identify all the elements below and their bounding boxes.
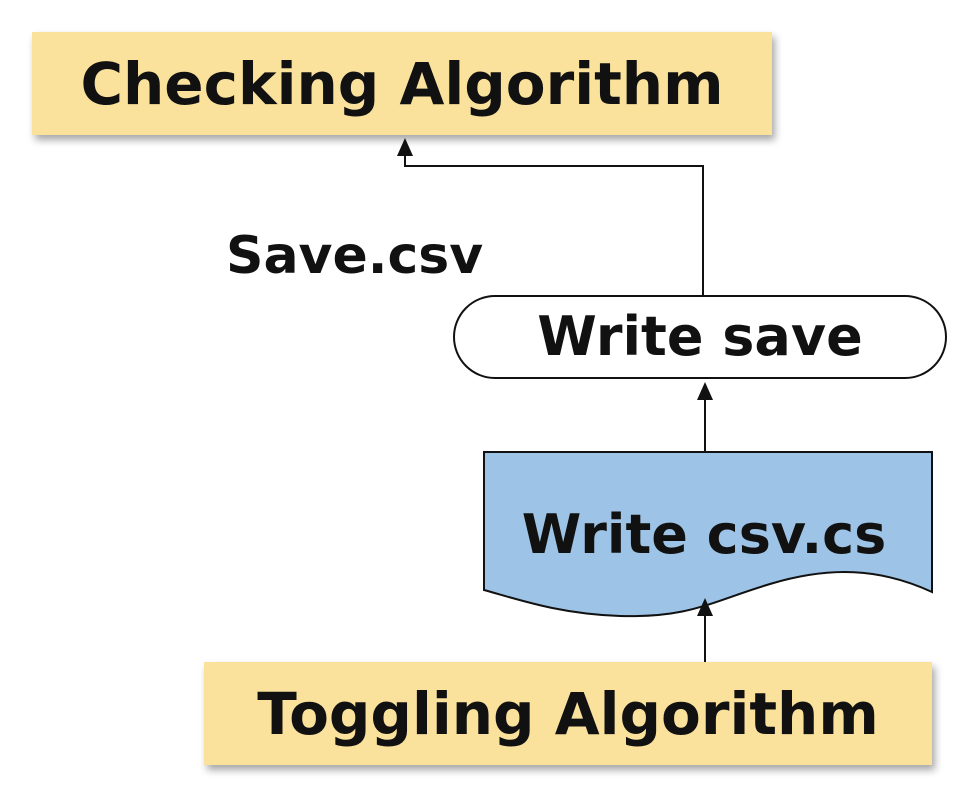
toggling-algorithm-node: Toggling Algorithm	[204, 662, 932, 765]
edge-label-save-csv: Save.csv	[226, 226, 483, 286]
arrowhead-write-save	[697, 382, 713, 400]
write-save-shape	[453, 295, 947, 379]
write-csv-node: Write csv.cs	[483, 451, 933, 618]
checking-algorithm-label: Checking Algorithm	[80, 50, 723, 118]
toggling-algorithm-box	[204, 662, 932, 765]
edge-write-save-to-checking	[404, 152, 704, 296]
toggling-algorithm-label: Toggling Algorithm	[257, 680, 879, 748]
checking-algorithm-node: Checking Algorithm	[32, 32, 772, 135]
write-csv-label: Write csv.cs	[522, 503, 887, 566]
checking-algorithm-box	[32, 32, 772, 135]
write-csv-shape	[483, 451, 933, 618]
arrowhead-checking	[397, 138, 413, 156]
write-save-node: Write save	[453, 295, 947, 379]
write-save-label: Write save	[537, 305, 862, 368]
arrowhead-write-csv	[697, 598, 713, 616]
